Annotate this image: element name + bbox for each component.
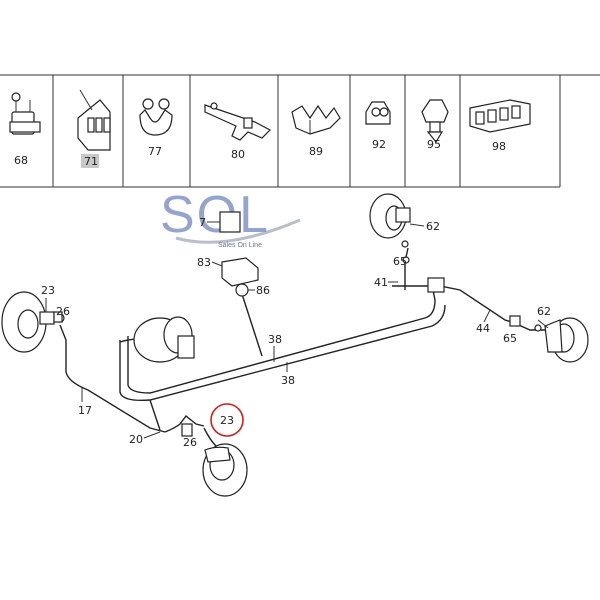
brake-lines <box>59 247 545 463</box>
callout-44: 44 <box>476 322 490 335</box>
parts-strip: 68 71 77 80 89 92 95 98 <box>0 74 600 188</box>
strip-label-98: 98 <box>492 140 506 153</box>
callout-26-lower: 26 <box>183 436 197 449</box>
callout-62-top: 62 <box>426 220 440 233</box>
strip-label-71-highlight <box>81 154 99 168</box>
brake-disc-right <box>544 317 589 363</box>
strip-label-89: 89 <box>309 145 323 158</box>
sol-logo: SOL Sales On Line <box>160 186 301 249</box>
brake-booster <box>133 316 195 363</box>
strip-label-92: 92 <box>372 138 386 151</box>
strip-label-80: 80 <box>231 148 245 161</box>
callout-26-left: 26 <box>56 305 70 318</box>
callout-41: 41 <box>374 276 388 289</box>
strip-label-68: 68 <box>14 154 28 167</box>
strip-label-95: 95 <box>427 138 441 151</box>
callout-38-upper: 38 <box>268 333 282 346</box>
strip-label-71: 71 <box>84 155 98 168</box>
connectors <box>53 211 542 437</box>
brake-disc-lower <box>202 443 248 497</box>
callout-23-left: 23 <box>41 284 55 297</box>
callouts: 7 83 86 62 65 41 62 44 65 23 26 38 38 17… <box>41 216 551 449</box>
callout-86: 86 <box>256 284 270 297</box>
callout-38-lower: 38 <box>281 374 295 387</box>
mount-bracket-icon <box>204 102 271 141</box>
callout-83: 83 <box>197 256 211 269</box>
callout-65-right: 65 <box>503 332 517 345</box>
callout-17: 17 <box>78 404 92 417</box>
callout-7: 7 <box>199 216 206 229</box>
brake-disc-top-right <box>369 193 411 248</box>
callout-62-right: 62 <box>537 305 551 318</box>
logo-text: SOL <box>160 186 270 244</box>
callout-23-highlighted: 23 <box>220 414 234 427</box>
callout-20: 20 <box>129 433 143 446</box>
double-clip-icon <box>9 92 41 135</box>
pipe-clamp-icon <box>139 98 173 136</box>
triple-clip-icon <box>77 89 111 151</box>
push-clip-icon <box>421 99 449 144</box>
logo-tagline: Sales On Line <box>218 242 262 249</box>
double-saddle-clip-icon <box>291 104 341 135</box>
strip-label-77: 77 <box>148 145 162 158</box>
multi-clip-icon <box>469 99 531 133</box>
callout-65-top: 65 <box>393 255 407 268</box>
single-clip-icon <box>365 101 391 125</box>
highlight-circle <box>210 403 244 437</box>
